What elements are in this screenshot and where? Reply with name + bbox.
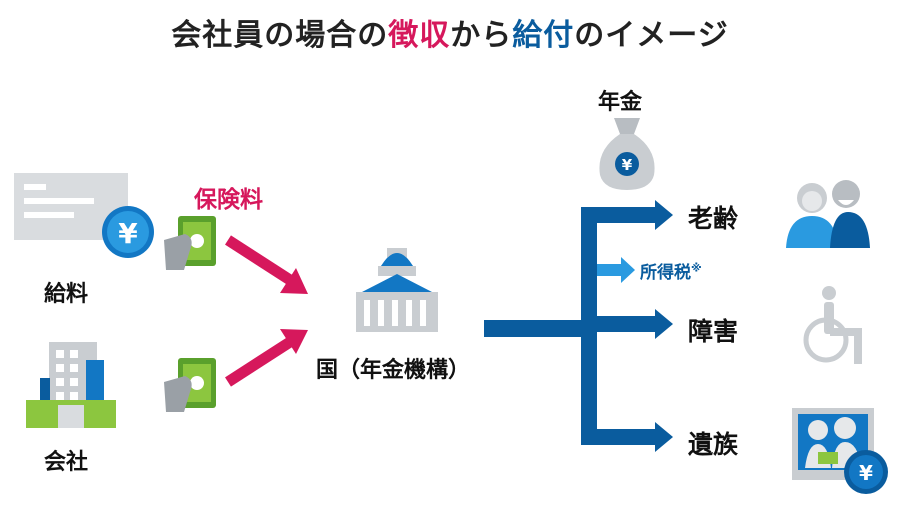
elderly-couple-icon — [786, 180, 870, 248]
yen-coin-icon-salary: ¥ — [102, 206, 154, 258]
company-building-icon — [26, 342, 116, 428]
national-building-icon — [356, 248, 438, 332]
pension-moneybag-icon: ¥ — [599, 118, 655, 190]
benefit-arrows — [484, 200, 673, 452]
old-age-label: 老齢 — [688, 204, 739, 233]
income-tax-note-mark: ※ — [691, 261, 702, 275]
title-accent-collection: 徴収 — [388, 18, 451, 53]
old-age-arrow-head — [655, 200, 673, 230]
title-part-2: から — [450, 18, 513, 53]
family-photo-icon — [792, 408, 874, 480]
money-hand-icon-salary — [164, 216, 216, 270]
hub-trunk — [484, 320, 590, 337]
company-label: 会社 — [44, 450, 89, 475]
title-accent-benefit: 給付 — [512, 18, 575, 53]
disability-arrow-shaft — [581, 316, 657, 332]
disability-arrow-head — [655, 309, 673, 339]
tax-arrow-head — [621, 257, 635, 283]
old-age-arrow-shaft — [581, 207, 657, 223]
disability-label: 障害 — [688, 317, 739, 346]
title-part-1: 会社員の場合の — [171, 18, 389, 53]
title-part-3: のイメージ — [574, 18, 729, 53]
tax-arrow-shaft — [597, 264, 623, 276]
yen-symbol-pension: ¥ — [622, 156, 633, 174]
pension-label: 年金 — [598, 90, 643, 115]
premium-label: 保険料 — [194, 187, 263, 213]
survivor-arrow-head — [655, 422, 673, 452]
money-hand-icon-company — [164, 358, 216, 412]
premium-arrow-lower — [225, 329, 308, 387]
hub-label: 国（年金機構） — [316, 358, 471, 383]
survivor-arrow-shaft — [581, 429, 657, 445]
yen-symbol-salary: ¥ — [118, 217, 138, 250]
income-tax-text: 所得税 — [640, 263, 691, 283]
yen-symbol-survivor: ¥ — [859, 461, 873, 485]
wheelchair-icon — [803, 286, 862, 364]
page-title: 会社員の場合の徴収から給付のイメージ — [0, 10, 900, 54]
salary-label: 給料 — [44, 282, 89, 307]
income-tax-label: 所得税※ — [640, 258, 702, 283]
yen-coin-icon-survivor: ¥ — [844, 450, 888, 494]
survivor-label: 遺族 — [688, 430, 739, 459]
premium-arrow-upper — [225, 235, 308, 294]
